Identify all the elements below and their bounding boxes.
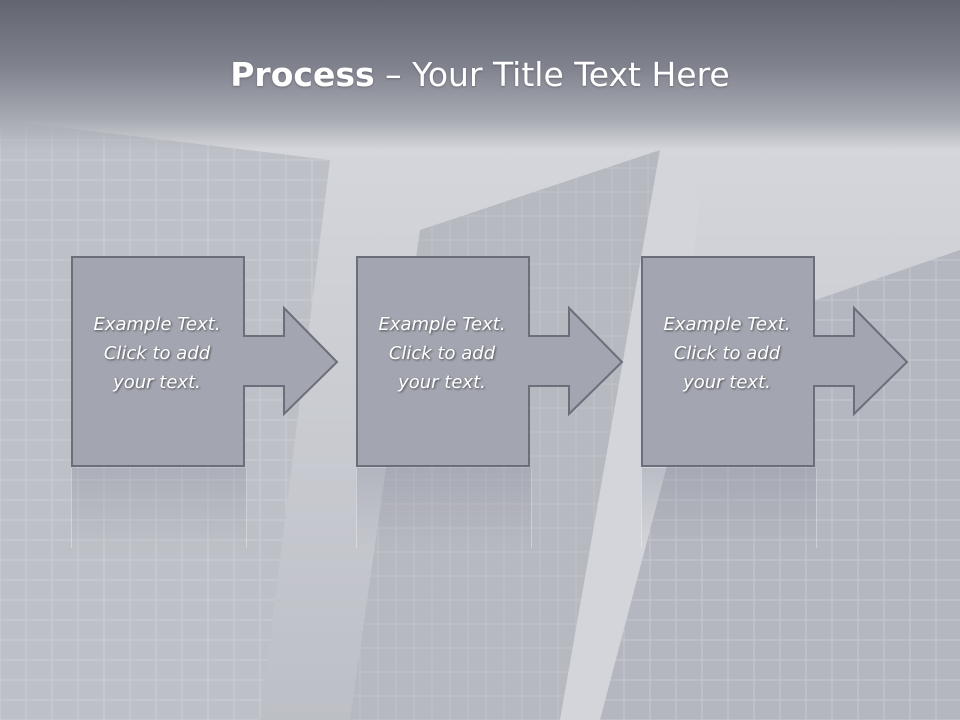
slide-title[interactable]: Process – Your Title Text Here [0, 54, 960, 96]
title-bold-part: Process [230, 55, 375, 94]
step-3-reflection [641, 468, 817, 548]
step-1-reflection [71, 468, 247, 548]
step-2-arrow-shape [356, 256, 624, 467]
step-3-text[interactable]: Example Text. Click to add your text. [663, 314, 791, 393]
title-rest-part: – Your Title Text Here [374, 55, 730, 94]
step-1-arrow-shape [71, 256, 339, 467]
process-step-3[interactable]: Example Text. Click to add your text. [641, 256, 921, 548]
step-1-text[interactable]: Example Text. Click to add your text. [93, 314, 221, 393]
title-bar [0, 0, 960, 150]
step-2-text[interactable]: Example Text. Click to add your text. [378, 314, 506, 393]
step-2-reflection [356, 468, 532, 548]
process-step-2[interactable]: Example Text. Click to add your text. [356, 256, 636, 548]
process-step-1[interactable]: Example Text. Click to add your text. [71, 256, 351, 548]
step-3-arrow-shape [641, 256, 909, 467]
